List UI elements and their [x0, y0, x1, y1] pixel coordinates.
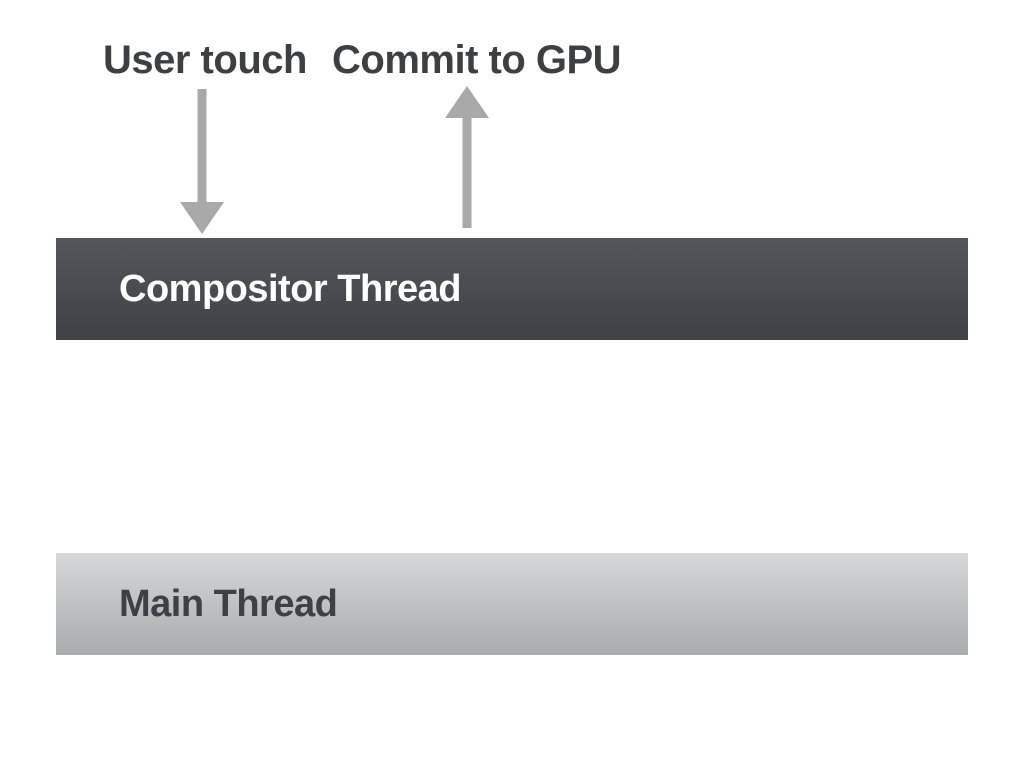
commit-to-gpu-label: Commit to GPU	[332, 38, 622, 82]
compositor-thread-label: Compositor Thread	[119, 267, 461, 310]
arrow-up-icon	[445, 86, 489, 228]
user-touch-label: User touch	[103, 38, 307, 82]
main-thread-lane: Main Thread	[56, 553, 968, 655]
compositor-thread-lane: Compositor Thread	[56, 238, 968, 340]
arrow-down-icon	[180, 89, 224, 234]
main-thread-label: Main Thread	[119, 582, 338, 625]
